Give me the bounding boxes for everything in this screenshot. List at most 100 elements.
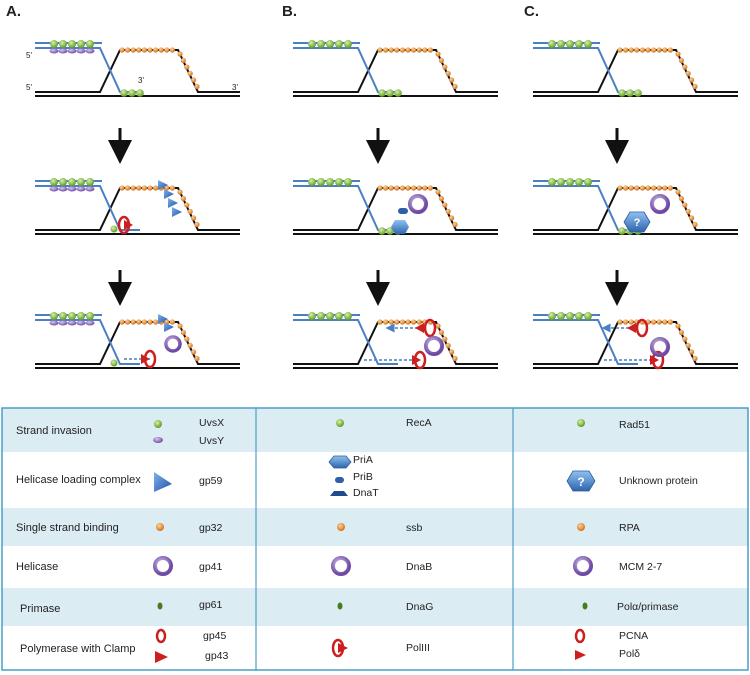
recombinase-bead (317, 40, 325, 48)
recombinase-bead (557, 178, 565, 186)
ssb-bead (656, 185, 662, 191)
gp43-symbol (155, 651, 168, 663)
ssb-bead (130, 185, 136, 191)
invading-strand (533, 319, 638, 365)
ssb-bead (617, 185, 623, 191)
recombinase-bead (557, 312, 565, 320)
ssb-bead (645, 47, 651, 53)
band-3 (2, 508, 748, 546)
helicase-ring (650, 337, 670, 357)
ssb-bead (678, 329, 684, 336)
ssb-bead (452, 221, 458, 228)
ssb-bead (153, 185, 159, 191)
label-pola-primase: Polα/primase (617, 601, 679, 613)
ssb-bead (147, 319, 153, 325)
ssb-bead (180, 329, 186, 336)
ssb-bead (377, 319, 383, 325)
mediator-bead (67, 320, 77, 326)
ssb-bead (656, 319, 662, 325)
ssb-bead (445, 70, 451, 77)
label-pria: PriA (353, 454, 373, 466)
label-uvsy: UvsY (199, 435, 224, 447)
ssb-bead (628, 319, 634, 325)
ssb-bead (180, 195, 186, 202)
recombinase-bead (59, 312, 67, 320)
displaced-strand (533, 49, 738, 93)
ssb-bead (682, 202, 688, 208)
ssb-bead (675, 51, 681, 57)
gp59-mark (168, 198, 178, 208)
stage-c3 (533, 312, 738, 370)
gp59-mark (164, 189, 174, 199)
recombinase-bead (584, 312, 592, 320)
ssb-bead (383, 185, 389, 191)
recombinase-bead (386, 227, 394, 235)
polymerase-clamp (635, 318, 649, 338)
mediator-bead (58, 186, 68, 192)
ssb-bead (689, 215, 695, 221)
ssb-bead (194, 221, 200, 228)
ssb-bead (692, 221, 698, 228)
ssb-bead (136, 319, 142, 325)
recombinase-bead (136, 89, 144, 97)
ssb-bead (678, 57, 684, 64)
stage-c2: ? (533, 178, 738, 235)
transition-arrows (108, 128, 629, 306)
pcna-symbol (574, 628, 586, 644)
recombinase-bead (326, 40, 334, 48)
ssb-bead (435, 51, 441, 57)
ssb-bead (623, 47, 629, 53)
invading-strand (35, 47, 140, 93)
ssb-bead (449, 215, 455, 221)
recombinase-bead (566, 40, 574, 48)
recombinase-bead (618, 227, 626, 235)
ssb-bead (383, 47, 389, 53)
invading-strand (35, 319, 140, 365)
gp59-symbol (154, 472, 172, 492)
ssb-bead (617, 47, 623, 53)
dnag-symbol (337, 602, 343, 610)
gp32-symbol (156, 523, 164, 531)
gp59-mark (158, 180, 168, 190)
ssb-bead (119, 47, 125, 53)
ssb-bead (169, 185, 175, 191)
invading-strand (293, 319, 398, 365)
label-pol-delta: Polδ (619, 648, 640, 660)
label-dnat: DnaT (353, 487, 379, 499)
recombinase-bead (86, 40, 94, 48)
label-gp43: gp43 (205, 650, 229, 662)
stage-a3 (35, 312, 240, 369)
recombinase-bead (386, 89, 394, 97)
ssb-bead (130, 47, 136, 53)
mediator-bead (85, 320, 95, 326)
ssb-bead (147, 185, 153, 191)
ssb-bead (435, 189, 441, 195)
rad51-symbol (577, 419, 585, 427)
mcm-symbol (573, 556, 593, 576)
recombination-diagram: A. B. C. 5' 5' 3' 3' ? (6, 3, 738, 370)
ssb-bead (617, 319, 623, 325)
ssb-bead (667, 319, 673, 325)
ssb-bead (685, 342, 691, 349)
category-polymerase: Polymerase with Clamp (20, 643, 136, 655)
ssb-bead (662, 319, 668, 325)
ssb-bead (685, 208, 691, 215)
gp41-symbol (153, 556, 173, 576)
invading-strand (35, 185, 140, 231)
stage-b1 (293, 40, 498, 97)
ssb-bead (158, 47, 164, 53)
mediator-bead (49, 48, 59, 54)
ssb-bead (169, 319, 175, 325)
ssb-bead (130, 319, 136, 325)
ssb-bead (169, 47, 175, 53)
recombinase-bead (317, 312, 325, 320)
stages-group: ? (35, 40, 738, 370)
recombinase-bead (326, 312, 334, 320)
recombinase-bead (584, 40, 592, 48)
ssb-bead (125, 185, 131, 191)
ssb-bead (445, 342, 451, 349)
poliii-symbol (331, 638, 348, 658)
recombinase-bead (68, 40, 76, 48)
panel-label-b: B. (282, 3, 297, 20)
recombinase-bead (68, 312, 76, 320)
